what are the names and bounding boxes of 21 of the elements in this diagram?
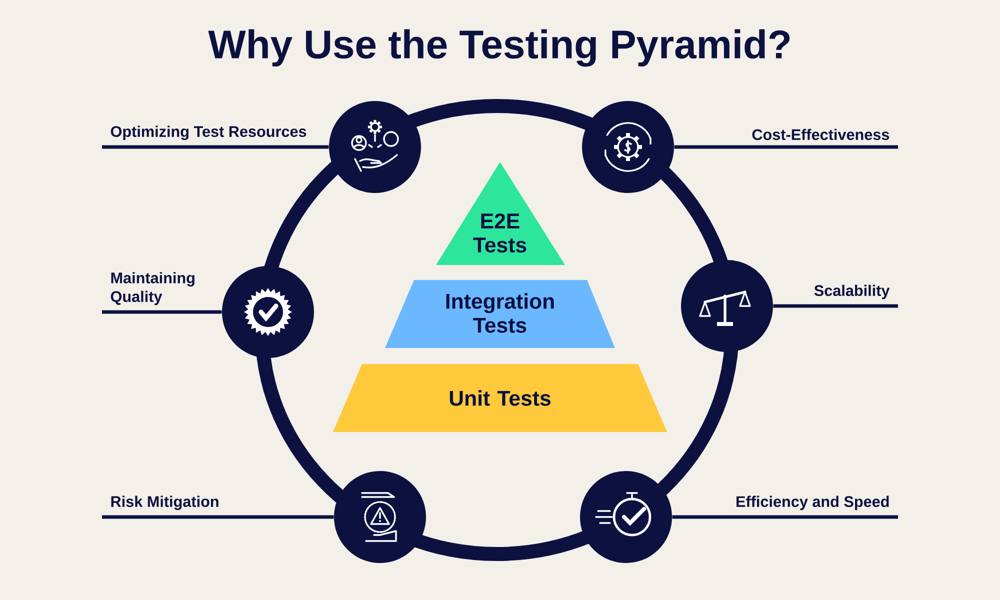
label: Scalability: [814, 284, 890, 300]
label: Optimizing Test Resources: [110, 126, 306, 140]
label: Efficiency and Speed: [736, 496, 889, 510]
icon-circle: [681, 260, 773, 352]
icon-circle: [580, 471, 672, 563]
leader-line: [672, 515, 898, 519]
label: Maintaining Quality: [110, 272, 194, 306]
leader-line: [102, 515, 334, 519]
pyramid-tier: Integration Tests: [385, 280, 615, 348]
pyramid-tier: E2E Tests: [436, 162, 565, 265]
leader-line: [773, 304, 898, 308]
label: Cost-Effectiveness: [752, 128, 890, 140]
icon-circle: [334, 471, 426, 563]
leader-line: [102, 145, 329, 149]
leader-line: [674, 145, 898, 149]
pyramid-tier: Unit Tests: [333, 364, 667, 432]
icon-circle: [582, 101, 674, 193]
title: Why Use the Testing Pyramid?: [208, 29, 790, 67]
icon-circle: [329, 101, 421, 193]
label: Risk Mitigation: [111, 496, 218, 510]
leader-line: [102, 310, 222, 314]
